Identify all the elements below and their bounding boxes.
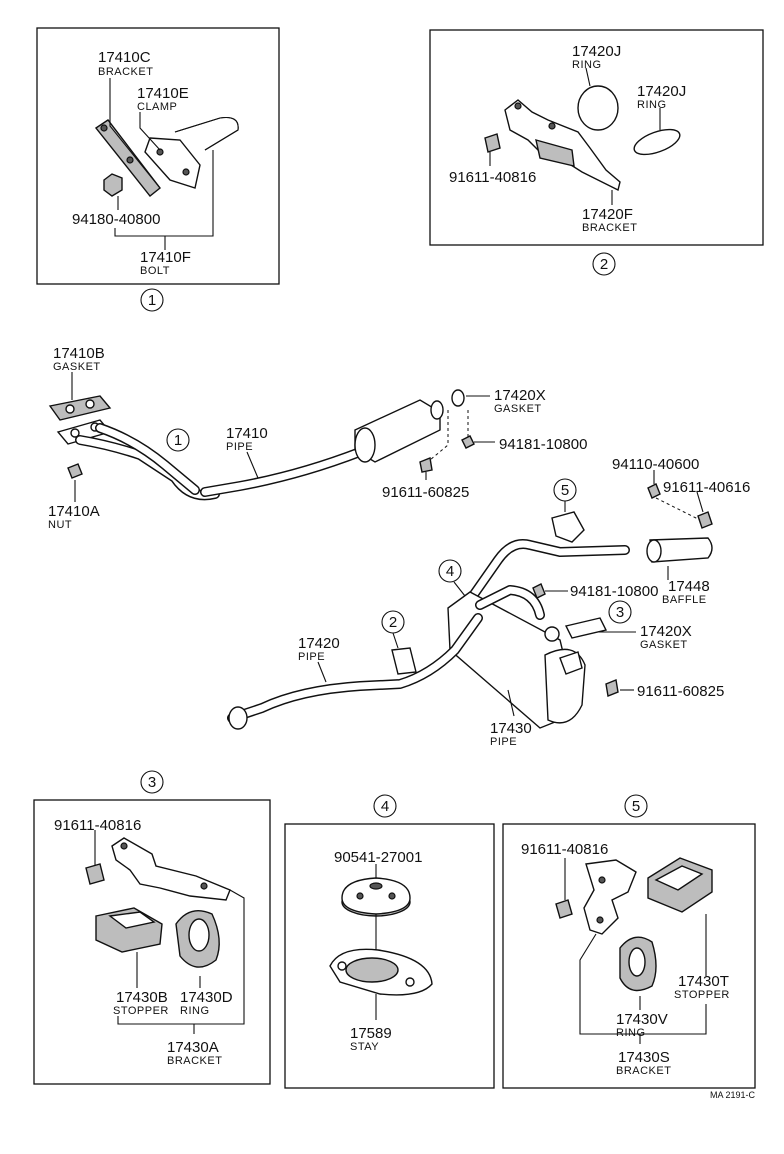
- label-17430a: 17430A: [167, 1039, 219, 1056]
- bracket-17420f-part: [504, 99, 621, 192]
- bolt-91611-40816-part: [555, 899, 573, 919]
- label-17589: 17589: [350, 1025, 392, 1042]
- ring-17420j-large-part: [577, 85, 619, 131]
- label-17430d: 17430D: [180, 989, 233, 1006]
- detail-box-1: 17410C BRACKET 17410E CLAMP 94180-40800 …: [36, 27, 280, 285]
- label-91611-40816: 91611-40816: [449, 169, 536, 186]
- svg-text:4: 4: [381, 798, 389, 815]
- gasket-17420x-top-part: [451, 389, 465, 407]
- callout-5-box: 5: [624, 794, 648, 818]
- label-bracket: BRACKET: [616, 1065, 671, 1077]
- label-17410c: 17410C: [98, 49, 151, 66]
- label-17420f: 17420F: [582, 206, 633, 223]
- figure-code: MA 2191-C: [710, 1090, 756, 1100]
- label-stopper: STOPPER: [674, 989, 730, 1001]
- callout-5-main: 5: [561, 482, 569, 499]
- label-clamp: CLAMP: [137, 101, 177, 113]
- bolt-91611-40816-part: [484, 133, 501, 153]
- bolt-91611-40816-part: [85, 863, 105, 885]
- callout-1-box: 1: [140, 288, 164, 312]
- detail-box-3: 91611-40816 17430B STOPPER 17430D RING 1…: [33, 799, 271, 1085]
- label-94181-10800-mid: 94181-10800: [570, 583, 658, 600]
- callout-4-main: 4: [446, 563, 454, 580]
- label-bracket: BRACKET: [98, 66, 153, 78]
- label-17430b: 17430B: [116, 989, 168, 1006]
- label-stay: STAY: [350, 1041, 379, 1053]
- label-91611-60825-top: 91611-60825: [382, 484, 469, 501]
- label-17430: 17430: [490, 720, 532, 737]
- label-17430t: 17430T: [678, 973, 729, 990]
- label-17410b: 17410B: [53, 345, 105, 362]
- label-bracket: BRACKET: [582, 222, 637, 234]
- label-17410e: 17410E: [137, 85, 189, 102]
- label-ring-a: RING: [572, 59, 602, 71]
- svg-text:5: 5: [632, 798, 640, 815]
- label-gasket-top: GASKET: [494, 403, 542, 415]
- detail-box-5: 91611-40816 17430T STOPPER 17430V RING 1…: [502, 823, 756, 1089]
- label-17410: 17410: [226, 425, 268, 442]
- label-nut: NUT: [48, 519, 72, 531]
- gasket-17410b-part: [48, 395, 112, 421]
- bracket-17430a-part: [111, 837, 231, 901]
- label-ring: RING: [180, 1005, 210, 1017]
- label-17420x-mid: 17420X: [640, 623, 692, 640]
- main-assembly: 17410B GASKET 17410A NUT 17410 PIPE 1742…: [48, 345, 750, 748]
- label-pipe-17430: PIPE: [490, 736, 517, 748]
- label-stopper: STOPPER: [113, 1005, 169, 1017]
- label-17420: 17420: [298, 635, 340, 652]
- svg-text:1: 1: [148, 292, 156, 309]
- label-17410f: 17410F: [140, 249, 191, 266]
- callout-3-main: 3: [616, 604, 624, 621]
- label-91611-40816: 91611-40816: [521, 841, 608, 858]
- label-bolt: BOLT: [140, 265, 170, 277]
- label-pipe-17420: PIPE: [298, 651, 325, 663]
- nut-17410a-part: [67, 463, 83, 479]
- label-91611-40616: 91611-40616: [663, 479, 750, 496]
- gasket-17420x-mid-part: [544, 626, 560, 642]
- label-91611-60825-bot: 91611-60825: [637, 683, 724, 700]
- callout-1-main: 1: [174, 432, 182, 449]
- label-pipe-17410: PIPE: [226, 441, 253, 453]
- label-gasket-mid: GASKET: [640, 639, 688, 651]
- label-17430v: 17430V: [616, 1011, 668, 1028]
- label-17420j-a: 17420J: [572, 43, 621, 60]
- label-17420x-top: 17420X: [494, 387, 546, 404]
- callout-4-box: 4: [373, 794, 397, 818]
- label-90541-27001: 90541-27001: [334, 849, 422, 866]
- callout-3-box: 3: [140, 770, 164, 794]
- label-gasket-17410b: GASKET: [53, 361, 101, 373]
- label-94181-10800-top: 94181-10800: [499, 436, 587, 453]
- label-91611-40816: 91611-40816: [54, 817, 141, 834]
- baffle-17448-part: [649, 537, 713, 563]
- label-17420j-b: 17420J: [637, 83, 686, 100]
- bracket-17430s-part: [583, 859, 637, 935]
- ring-17420j-small-part: [633, 128, 681, 156]
- label-ring-b: RING: [637, 99, 667, 111]
- nut-94180-part: [103, 173, 123, 197]
- detail-box-4: 90541-27001 17589 STAY: [284, 823, 495, 1089]
- callout-2-main: 2: [389, 614, 397, 631]
- label-bracket: BRACKET: [167, 1055, 222, 1067]
- label-17430s: 17430S: [618, 1049, 670, 1066]
- label-baffle: BAFFLE: [662, 594, 707, 606]
- svg-text:3: 3: [148, 774, 156, 791]
- detail-box-2: 17420J RING 17420J RING 91611-40816 1742…: [429, 29, 764, 246]
- label-17410a: 17410A: [48, 503, 100, 520]
- label-ring: RING: [616, 1027, 646, 1039]
- label-94180-40800: 94180-40800: [72, 211, 160, 228]
- svg-text:2: 2: [600, 256, 608, 273]
- label-94110-40600: 94110-40600: [612, 456, 699, 473]
- callout-2-box: 2: [592, 252, 616, 276]
- label-17448: 17448: [668, 578, 710, 595]
